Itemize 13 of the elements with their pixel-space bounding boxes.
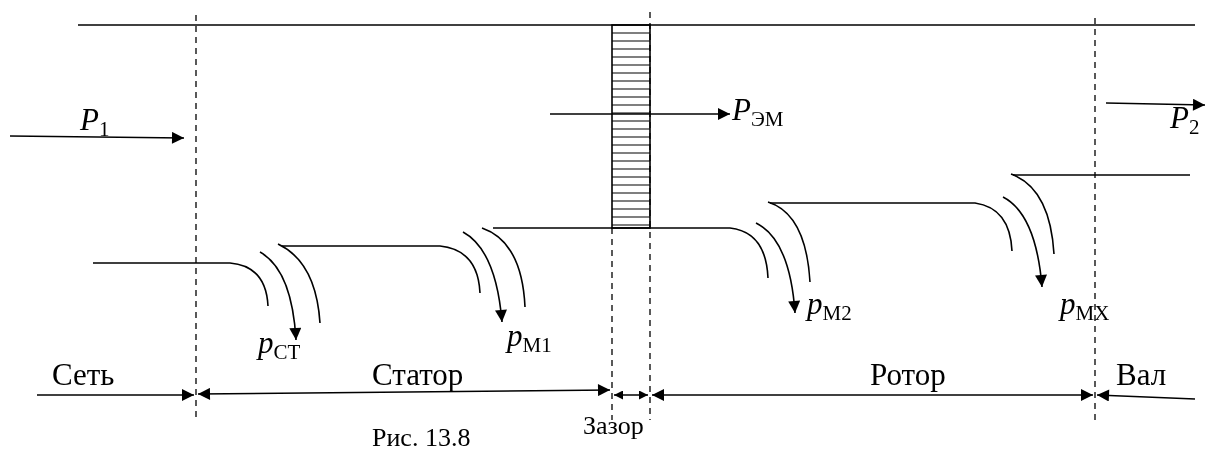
power-label: P$_{2}$ (1170, 100, 1200, 141)
power-label: P$_{1}$ (80, 102, 110, 143)
loss-label: p$_{СТ}$ (258, 325, 301, 366)
section-label: Ротор (870, 357, 946, 393)
power-label: P$_{ЭМ}$ (732, 92, 784, 133)
loss-label: p$_{МХ}$ (1060, 286, 1110, 327)
section-label: Сеть (52, 357, 115, 393)
section-label: Вал (1116, 357, 1167, 393)
figure-caption: Рис. 13.8 (372, 422, 471, 454)
loss-label: p$_{М1}$ (507, 318, 552, 359)
loss-label: p$_{М2}$ (807, 286, 852, 327)
section-label: Зазор (583, 410, 644, 442)
section-label: Статор (372, 357, 464, 393)
